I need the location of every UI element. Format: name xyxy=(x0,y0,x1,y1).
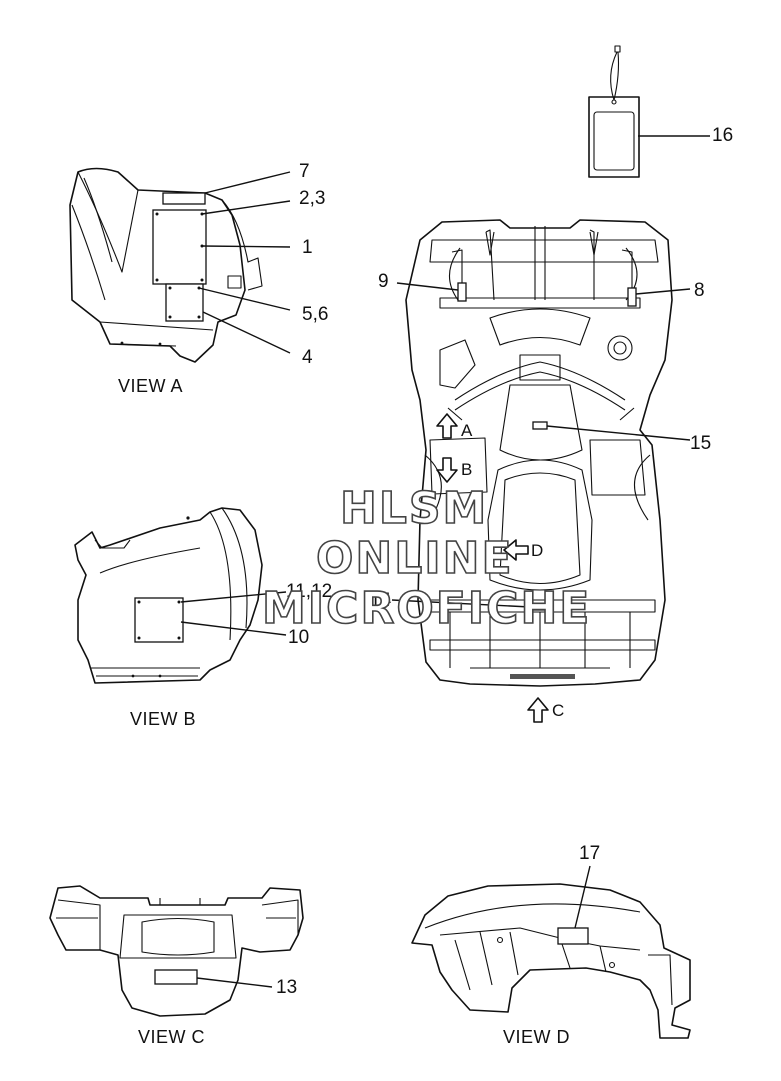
view-d-fender-drawing xyxy=(411,883,691,1039)
view-c-fender-drawing xyxy=(49,885,304,1017)
callout-8: 8 xyxy=(694,280,705,301)
callout-17: 17 xyxy=(579,843,600,864)
direction-arrow-d xyxy=(503,539,529,561)
direction-arrow-b xyxy=(436,457,458,483)
direction-label-d: D xyxy=(531,541,543,560)
direction-label-b: B xyxy=(461,460,472,479)
view-b-fender-drawing xyxy=(74,507,263,684)
view-a-fender-drawing xyxy=(69,167,263,363)
direction-arrow-c xyxy=(527,697,549,723)
direction-arrow-a xyxy=(436,413,458,439)
callout-16: 16 xyxy=(712,125,733,146)
callout-11-12: 11,12 xyxy=(286,581,332,602)
view-c-leader-line xyxy=(196,977,273,988)
callout-4: 4 xyxy=(302,347,313,368)
callout-5-6: 5,6 xyxy=(302,304,328,325)
view-d-leader-line xyxy=(574,865,591,929)
view-b-caption: VIEW B xyxy=(130,709,196,729)
callout-15: 15 xyxy=(690,433,711,454)
atv-top-view-leader-lines xyxy=(391,282,691,608)
callout-13: 13 xyxy=(276,977,297,998)
direction-label-c: C xyxy=(552,701,564,720)
callout-14: 14 xyxy=(370,590,392,611)
view-d-caption: VIEW D xyxy=(503,1027,570,1047)
view-a-leader-lines xyxy=(198,171,291,354)
view-c-caption: VIEW C xyxy=(138,1027,205,1047)
view-b-leader-lines xyxy=(180,591,287,636)
callout-9: 9 xyxy=(378,271,389,292)
atv-top-view-drawing xyxy=(405,219,673,687)
view-a-caption: VIEW A xyxy=(118,376,183,396)
part-16-hang-tag xyxy=(588,45,640,178)
watermark-line-3: MICROFICHE xyxy=(261,583,592,634)
direction-label-a: A xyxy=(461,421,473,440)
watermark-line-2: ONLINE xyxy=(315,533,514,584)
watermark-line-1: HLSM xyxy=(339,483,489,534)
callout-1: 1 xyxy=(302,237,313,258)
callout-10: 10 xyxy=(288,627,309,648)
callout-7: 7 xyxy=(299,161,310,182)
callout-2-3: 2,3 xyxy=(299,188,325,209)
